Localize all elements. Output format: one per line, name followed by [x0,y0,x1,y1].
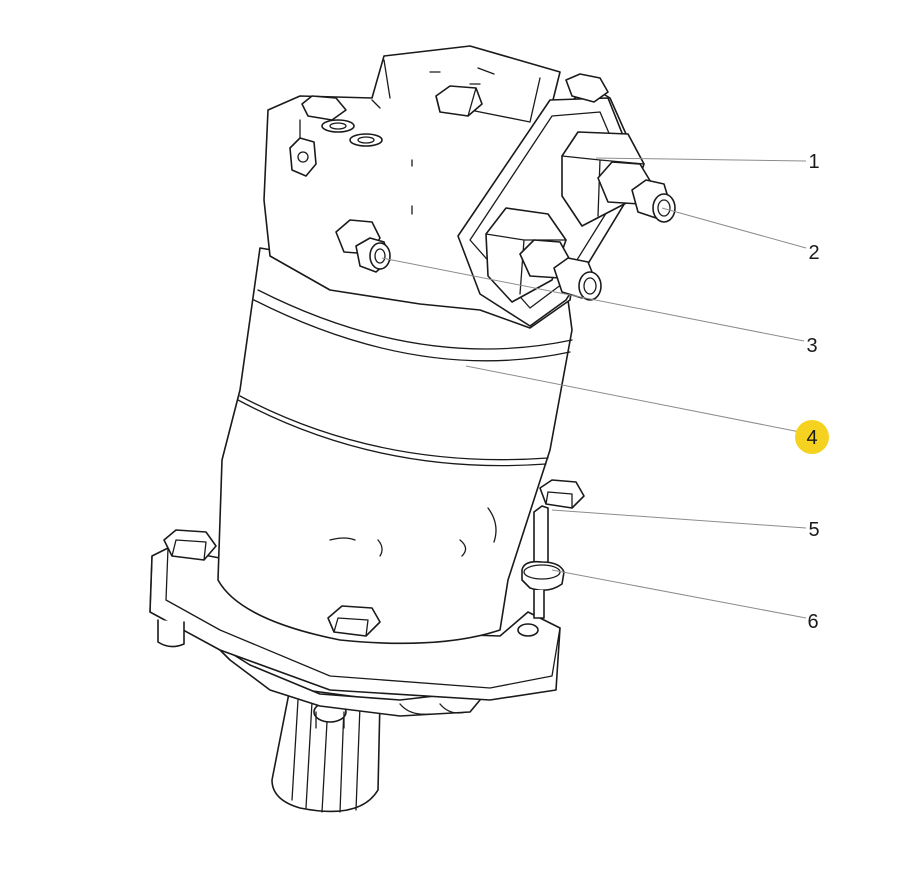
callout-labels: 1 2 3 4 5 6 [795,151,829,633]
callout-4-highlight [795,420,829,454]
callout-1-label: 1 [808,151,819,173]
fitting-upper [597,161,676,223]
leader-line-4 [465,365,801,433]
callout-2[interactable]: 2 [808,242,819,264]
leader-line-6 [551,569,807,619]
callout-6-label: 6 [807,611,818,633]
callout-5[interactable]: 5 [808,519,819,541]
fitting-lower [335,219,602,301]
callout-4[interactable]: 4 [795,420,829,454]
leader-line-3 [381,257,805,342]
callout-3-label: 3 [806,335,817,357]
flange-bolts [163,529,381,637]
callout-3[interactable]: 3 [806,335,817,357]
leader-lines [381,157,807,619]
leader-line-1 [595,157,807,162]
callout-5-label: 5 [808,519,819,541]
motor-body [217,247,573,645]
leader-line-5 [551,509,807,529]
callout-1[interactable]: 1 [808,151,819,173]
callout-2-label: 2 [808,242,819,264]
callout-4-label: 4 [806,427,817,449]
head-bolts [301,73,609,121]
leader-line-2 [661,207,807,249]
underside-housing [209,639,481,717]
callout-6[interactable]: 6 [807,611,818,633]
